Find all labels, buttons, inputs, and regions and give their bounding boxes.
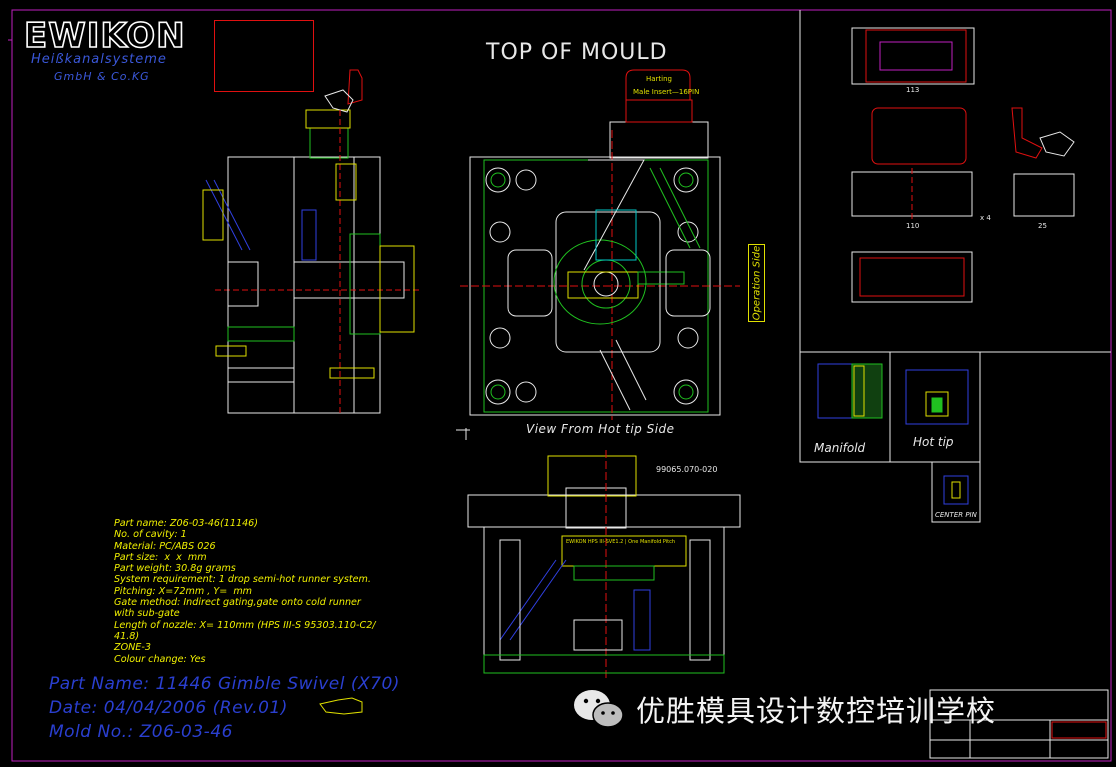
spec-gate-method-2: with sub-gate (114, 608, 180, 620)
spec-part-weight: Part weight: 30.8g grams (114, 563, 236, 575)
spec-nozzle-length: Length of nozzle: X= 110mm (HPS III-S 95… (114, 619, 376, 631)
wechat-icon (574, 690, 624, 728)
spec-cavities: No. of cavity: 1 (114, 529, 187, 541)
spec-part-size: Part size: x x mm (114, 551, 207, 563)
watermark-text: 优胜模具设计数控培训学校 (636, 694, 997, 728)
drawing-title-block (929, 689, 1109, 759)
operation-side-label: Operation Side (748, 244, 765, 322)
mold-part-name: Part Name: 11446 Gimble Swivel (X70) (49, 674, 400, 694)
manifold-detail-drawing (817, 363, 883, 419)
ewikon-logo: EWIKON (23, 15, 186, 57)
centerpin-detail-drawing (943, 475, 969, 505)
hottip-detail-drawing (905, 369, 969, 425)
center-top-view (456, 69, 740, 440)
dim-connector-width: 113 (906, 86, 920, 94)
wechat-watermark: 优胜模具设计数控培训学校 (572, 687, 996, 731)
dim-hole-note: x 4 (980, 214, 991, 222)
part-specification-notes: Part name: Z06-03-46(11146) No. of cavit… (114, 518, 444, 665)
mold-date: Date: 04/04/2006 (Rev.01) (49, 698, 288, 718)
connector-detail-views (851, 27, 1075, 303)
bottom-front-section-view (467, 450, 741, 680)
spec-material: Material: PC/ABS 026 (114, 540, 216, 552)
center-pin-label: CENTER PIN (935, 511, 977, 519)
mold-info-block: Part Name: 11446 Gimble Swivel (X70) Dat… (49, 672, 400, 744)
spec-pitching: Pitching: X=72mm , Y= mm (114, 585, 253, 597)
valve-part-number: 99065.070-020 (656, 465, 718, 474)
spec-zone: ZONE-3 (114, 642, 151, 654)
nozzle-note: EWIKON HPS III-SVE1.2 | One Manifold Pit… (566, 539, 676, 545)
company-line-2: GmbH & Co.KG (54, 70, 150, 83)
connector-insert: Male Insert—16PIN (633, 88, 700, 96)
spec-colour-change: Colour change: Yes (114, 653, 206, 665)
sheet-frame (11, 9, 1112, 762)
hot-tip-label: Hot tip (913, 435, 954, 449)
dim-side-width: 25 (1038, 222, 1047, 230)
spec-part-name: Part name: Z06-03-46(11146) (114, 518, 259, 529)
left-side-section-view (202, 69, 420, 415)
mold-number: Mold No.: Z06-03-46 (49, 722, 233, 742)
view-caption: View From Hot tip Side (526, 422, 675, 436)
red-note-box (214, 20, 314, 92)
spec-system-requirement: System requirement: 1 drop semi-hot runn… (114, 574, 371, 586)
manifold-label: Manifold (814, 441, 866, 455)
pointing-hand-icon (319, 697, 363, 715)
company-line-1: Heißkanalsysteme (31, 52, 167, 67)
spec-gate-method: Gate method: Indirect gating,gate onto c… (114, 597, 361, 609)
connector-brand: Harting (646, 75, 673, 83)
spec-nozzle-length-2: 41.8) (114, 630, 140, 642)
dim-connector-depth: 110 (906, 222, 920, 230)
drawing-title: TOP OF MOULD (486, 40, 668, 65)
centerpin-detail-frame (931, 461, 981, 523)
